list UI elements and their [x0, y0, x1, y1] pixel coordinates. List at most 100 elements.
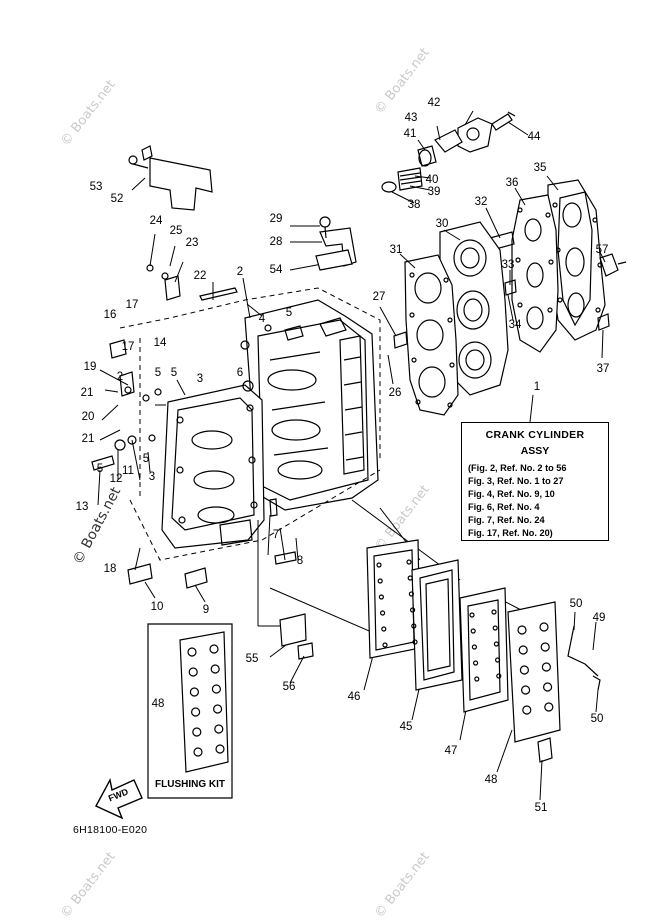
- bolt-hole: [496, 673, 502, 679]
- callout-16: 16: [104, 309, 117, 321]
- callout-3: 3: [149, 471, 155, 483]
- callout-24: 24: [150, 215, 163, 227]
- note-line: Fig. 3, Ref. No. 1 to 27: [468, 476, 564, 486]
- callout-36: 36: [506, 177, 519, 189]
- bolt-hole: [469, 612, 475, 618]
- bolt-hole: [376, 562, 382, 568]
- bolt-hole: [211, 684, 221, 694]
- bolt-hole: [518, 645, 528, 655]
- callout-21: 21: [81, 387, 94, 399]
- callout-5: 5: [286, 307, 292, 319]
- callout-52: 52: [111, 193, 124, 205]
- crankcase-block: [161, 299, 379, 549]
- callout-21: 21: [82, 433, 95, 445]
- callout-31: 31: [390, 244, 403, 256]
- callout-14: 14: [154, 337, 167, 349]
- bolt-hole: [470, 628, 476, 634]
- bolt-hole: [407, 575, 413, 581]
- assembly-note-box: CRANK CYLINDER ASSY (Fig. 2, Ref. No. 2 …: [461, 422, 609, 541]
- bolt-hole: [541, 662, 552, 672]
- callout-20: 20: [82, 411, 95, 423]
- thermostat-cover-group: [381, 111, 516, 193]
- callout-37: 37: [597, 363, 610, 375]
- bolt-hole: [473, 660, 479, 666]
- bolt-hole: [412, 639, 418, 645]
- callout-4: 4: [259, 313, 266, 325]
- cover-plates: [147, 539, 561, 799]
- note-line: Fig. 6, Ref. No. 4: [468, 502, 540, 512]
- callout-44: 44: [528, 131, 541, 143]
- bolt-hole: [381, 626, 387, 632]
- callout-25: 25: [170, 225, 183, 237]
- callout-39: 39: [428, 186, 441, 198]
- assembly-guide-lines: [119, 287, 381, 561]
- note-title: CRANK CYLINDER: [485, 429, 585, 441]
- plate-bolt-holes: [187, 559, 554, 757]
- bolt-hole: [495, 657, 501, 663]
- bolt-hole: [492, 625, 498, 631]
- callout-38: 38: [408, 199, 421, 211]
- callout-26: 26: [389, 387, 402, 399]
- callout-6: 6: [237, 367, 243, 379]
- flushing-kit-label: FLUSHING KIT: [155, 779, 225, 790]
- note-line: Fig. 17, Ref. No. 20): [468, 528, 553, 538]
- note-subtitle: ASSY: [520, 445, 550, 457]
- bolt-hole: [471, 644, 477, 650]
- callout-5: 5: [171, 367, 177, 379]
- callout-5: 5: [155, 367, 161, 379]
- callout-22: 22: [194, 270, 207, 282]
- callout-11: 11: [122, 465, 134, 477]
- callout-1: 1: [534, 381, 540, 393]
- callout-55: 55: [246, 653, 259, 665]
- callout-9: 9: [203, 604, 209, 616]
- fwd-arrow: [95, 777, 143, 820]
- callout-53: 53: [90, 181, 103, 193]
- callout-17: 17: [122, 341, 135, 353]
- small-parts: [91, 145, 601, 763]
- callout-57: 57: [596, 244, 609, 256]
- bolt-hole: [519, 665, 530, 675]
- callout-18: 18: [104, 563, 117, 575]
- bolt-hole: [539, 622, 549, 632]
- exhaust-cover-group: [489, 179, 627, 353]
- figure-code: 6H18100-E020: [73, 824, 148, 836]
- callout-48: 48: [485, 774, 498, 786]
- callout-27: 27: [373, 291, 386, 303]
- bolt-hole: [382, 642, 388, 648]
- callout-41: 41: [404, 128, 417, 140]
- bolt-hole: [542, 682, 553, 692]
- callout-2: 2: [237, 266, 243, 278]
- bolt-hole: [380, 610, 386, 616]
- callout-45: 45: [400, 721, 413, 733]
- callout-13: 13: [76, 501, 89, 513]
- callout-17: 17: [126, 299, 139, 311]
- callout-50: 50: [591, 713, 604, 725]
- callout-34: 34: [509, 319, 522, 331]
- note-line: Fig. 4, Ref. No. 9, 10: [468, 489, 555, 499]
- bolt-hole: [411, 623, 417, 629]
- callout-2: 2: [117, 371, 123, 383]
- bolt-hole: [410, 607, 416, 613]
- callout-48: 48: [152, 698, 165, 710]
- bolt-hole: [191, 707, 201, 717]
- bolt-hole: [522, 705, 532, 715]
- callout-42: 42: [428, 97, 441, 109]
- callout-3: 3: [197, 373, 203, 385]
- callout-35: 35: [534, 162, 547, 174]
- callout-56: 56: [283, 681, 296, 693]
- bolt-hole: [544, 702, 554, 712]
- bolt-hole: [213, 704, 223, 714]
- bolt-hole: [187, 647, 197, 657]
- callout-49: 49: [593, 612, 606, 624]
- callout-50: 50: [570, 598, 583, 610]
- callout-30: 30: [436, 218, 449, 230]
- bolt-hole: [209, 644, 219, 654]
- bolt-hole: [210, 664, 220, 674]
- bolt-hole: [474, 676, 480, 682]
- bolt-hole: [491, 609, 497, 615]
- callout-54: 54: [270, 264, 283, 276]
- callout-8: 8: [297, 555, 303, 567]
